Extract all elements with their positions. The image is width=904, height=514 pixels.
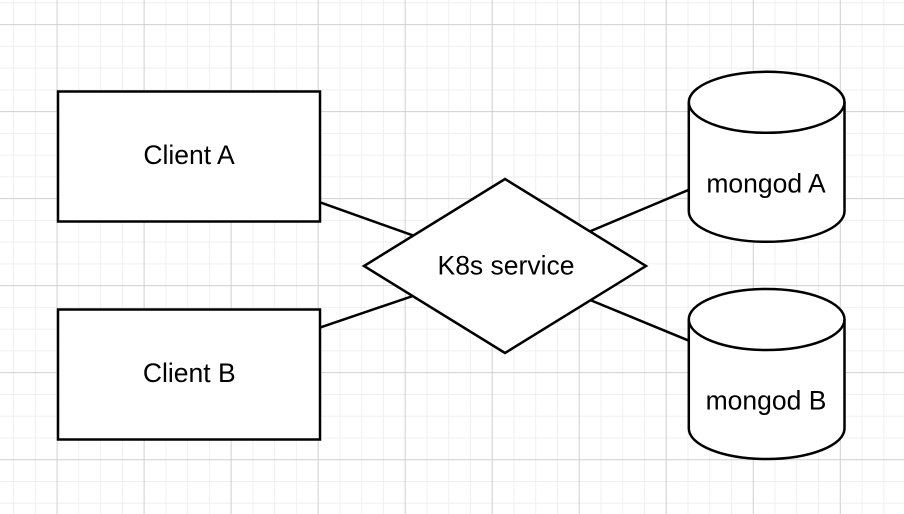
svg-text:K8s service: K8s service [438, 251, 575, 281]
svg-text:Client B: Client B [143, 358, 236, 388]
svg-text:mongod A: mongod A [706, 169, 826, 199]
svg-text:mongod B: mongod B [706, 386, 827, 416]
svg-text:Client A: Client A [143, 140, 235, 170]
